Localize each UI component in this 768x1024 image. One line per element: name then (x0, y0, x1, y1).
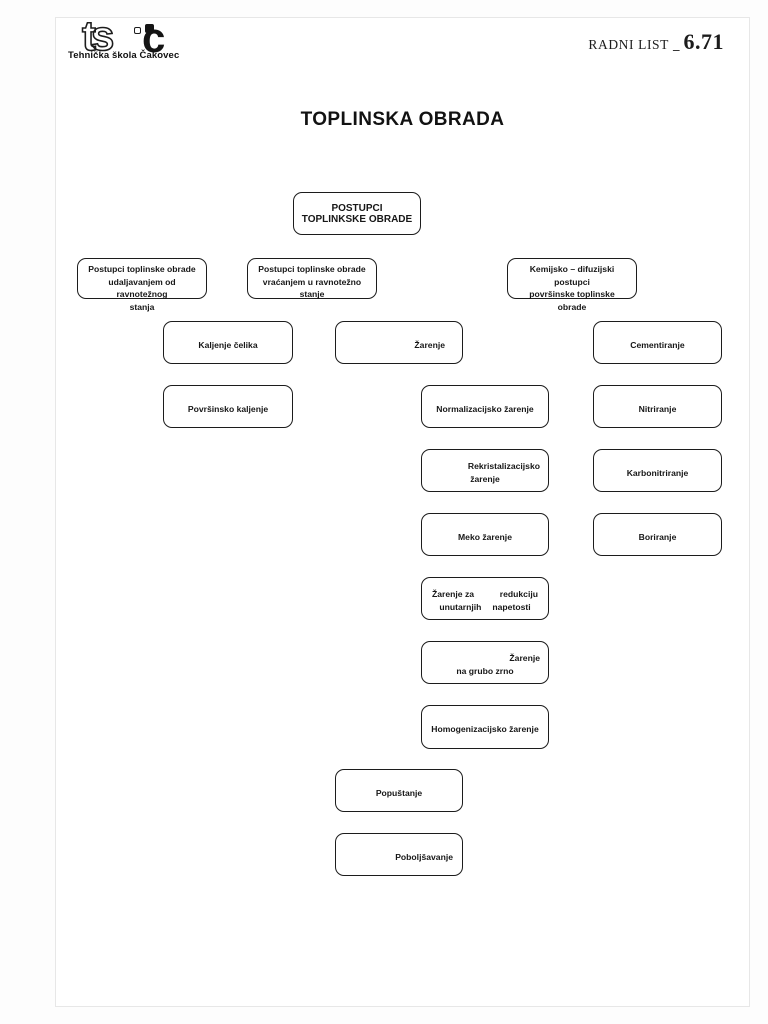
redukcija-line-2b: napetosti (492, 602, 531, 612)
category-1-line-3: stanja (129, 301, 155, 312)
root-line-2: TOPLINKSKE OBRADE (301, 213, 413, 225)
category-udaljavanjem-od-ravnoteznog-stanja: Postupci toplinske obrade udaljavanjem o… (77, 258, 207, 312)
rekristalizacijsko-line-1: Rekristalizacijsko (467, 461, 540, 471)
worksheet-number: 6.71 (683, 29, 724, 54)
node-postupci-toplinske-obrade: POSTUPCI TOPLINKSKE OBRADE (293, 192, 421, 235)
category-2-line-3: stanje (299, 289, 325, 299)
rekristalizacijsko-line-2: žarenje (470, 474, 500, 484)
node-homogenizacijsko-zarenje: Homogenizacijsko žarenje (421, 705, 549, 749)
worksheet-header: RADNI LIST _ 6.71 (588, 29, 724, 55)
category-2-line-1: Postupci toplinske obrade (258, 264, 366, 274)
grubo-line-2: na grubo zrno (456, 666, 514, 676)
logo-dot-outline-icon (134, 27, 141, 34)
redukcija-line-1b: redukciju (499, 589, 538, 599)
node-povrsinsko-kaljenje: Površinsko kaljenje (163, 385, 293, 428)
grubo-line-1: Žarenje (509, 653, 540, 663)
worksheet-separator: _ (673, 37, 680, 52)
root-line-1: POSTUPCI (331, 202, 383, 214)
page-title: TOPLINSKA OBRADA (300, 109, 505, 130)
node-boriranje: Boriranje (593, 513, 722, 556)
category-2-line-2: vraćanjem u ravnotežno (262, 276, 362, 287)
node-meko-zarenje: Meko žarenje (421, 513, 549, 556)
category-kemijsko-difuzijski-postupci: Kemijsko – difuzijski postupci površinsk… (507, 258, 637, 312)
logo-dot-filled-icon (145, 24, 154, 33)
node-cementiranje: Cementiranje (593, 321, 722, 364)
category-3-line-2: površinske toplinske (529, 289, 615, 299)
node-nitriranje: Nitriranje (593, 385, 722, 428)
redukcija-line-2a: unutarnjih (439, 602, 482, 612)
tsc-logo: ts c Tehnička škola Čakovec (68, 14, 208, 66)
node-kaljenje-celika: Kaljenje čelika (163, 321, 293, 364)
node-zarenje-na-grubo-zrno: Žarenje na grubo zrno (421, 641, 549, 684)
node-poboljsavanje: Poboljšavanje (335, 833, 463, 876)
category-3-line-1: Kemijsko – difuzijski postupci (529, 264, 615, 287)
category-1-line-2: udaljavanjem od ravnotežnog (108, 276, 176, 300)
category-3-line-3: obrade (557, 301, 587, 312)
node-karbonitriranje: Karbonitriranje (593, 449, 722, 492)
node-zarenje: Žarenje (335, 321, 463, 364)
node-rekristalizacijsko-zarenje: Rekristalizacijsko žarenje (421, 449, 549, 492)
node-normalizacijsko-zarenje: Normalizacijsko žarenje (421, 385, 549, 428)
redukcija-line-1a: Žarenje za (432, 589, 475, 599)
worksheet-label: RADNI LIST (588, 37, 669, 52)
category-1-line-1: Postupci toplinske obrade (88, 264, 196, 274)
logo-wordmark-c: c (142, 14, 166, 61)
node-zarenje-za-redukciju-napetosti: Žarenje za redukciju unutarnjih napetosti (421, 577, 549, 620)
node-popustanje: Popuštanje (335, 769, 463, 812)
logo-caption: Tehnička škola Čakovec (68, 50, 180, 61)
category-vracanjem-u-ravnotezno-stanje: Postupci toplinske obrade vraćanjem u ra… (247, 258, 377, 299)
